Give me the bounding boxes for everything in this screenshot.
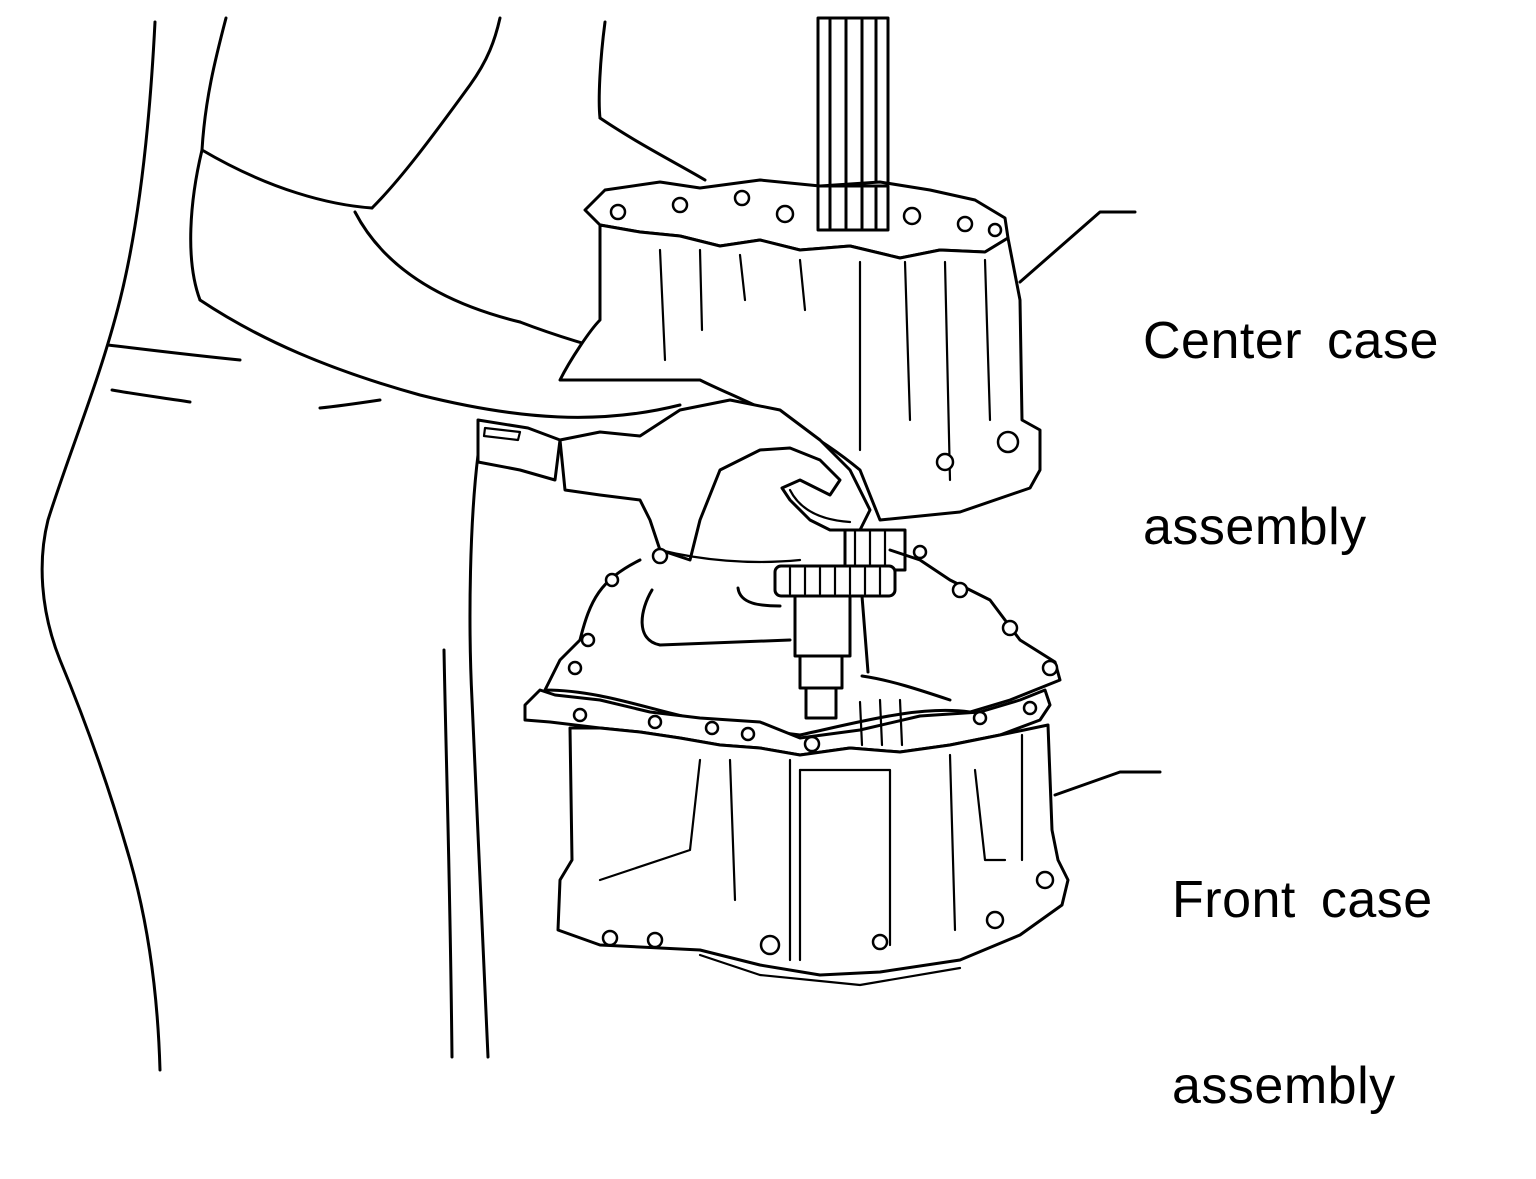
center-case-label: Center case assembly: [1143, 186, 1439, 620]
front-case-label: Front case assembly: [1172, 745, 1433, 1179]
technician-hand: [558, 398, 872, 564]
front-case-label-line1: Front case: [1172, 871, 1433, 929]
center-case-label-line1: Center case: [1143, 312, 1439, 370]
gear-stack: [736, 528, 907, 720]
assembly-illustration: [40, 16, 1162, 1072]
front-case: [523, 688, 1162, 987]
center-case-label-line2: assembly: [1143, 498, 1367, 556]
front-case-label-line2: assembly: [1172, 1057, 1396, 1115]
center-case: [558, 178, 1137, 522]
